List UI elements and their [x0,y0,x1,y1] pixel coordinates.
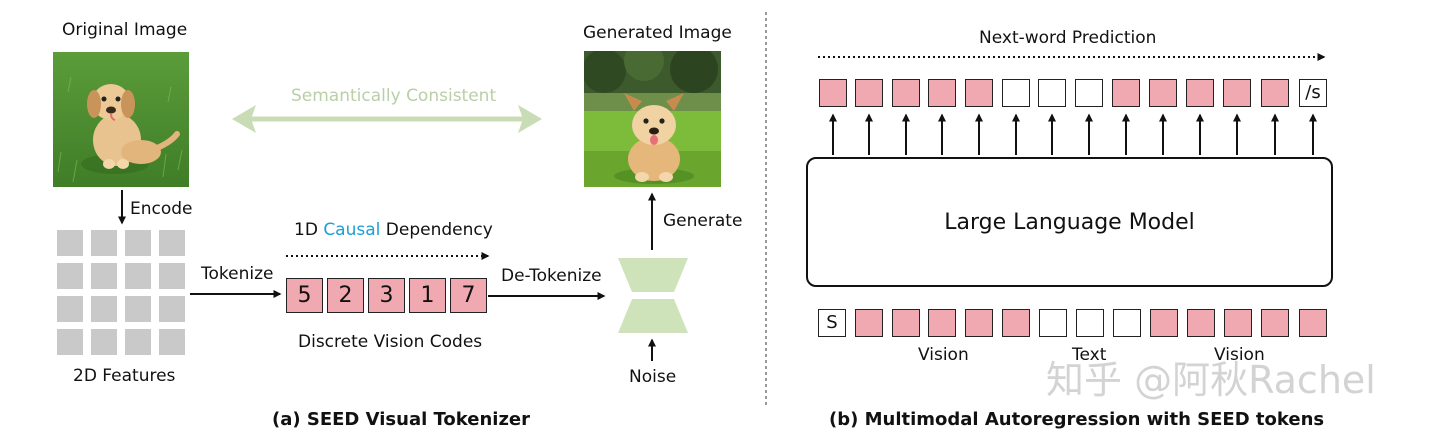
start-token: S [818,309,846,337]
next-word-prediction-label: Next-word Prediction [979,28,1157,48]
input-vision-token [1187,309,1215,337]
feature-cell [159,230,185,256]
input-vision-token [855,309,883,337]
code-cell: 5 [286,278,323,313]
input-text-token [1076,309,1104,337]
output-vision-token [855,79,883,107]
feature-grid [57,230,187,360]
group-label-vision: Vision [1214,345,1265,365]
input-vision-token [892,309,920,337]
input-vision-token [1299,309,1327,337]
input-vision-token [928,309,956,337]
group-label-vision: Vision [918,345,969,365]
input-text-token [1039,309,1067,337]
detokenize-label: De-Tokenize [501,266,602,286]
generate-label: Generate [663,211,743,231]
input-vision-token [1224,309,1252,337]
left-caption: (a) SEED Visual Tokenizer [272,409,531,430]
end-token: /s [1299,79,1327,107]
output-vision-token [1223,79,1251,107]
feature-cell [57,329,83,355]
code-cell: 3 [368,278,405,313]
generated-puppy-illustration [584,51,721,187]
feature-cell [159,296,185,322]
feature-cell [91,230,117,256]
encode-label: Encode [130,199,193,219]
watermark: 知乎 @阿秋Rachel [1046,358,1376,402]
output-vision-token [1186,79,1214,107]
feature-cell [91,296,117,322]
causal-dependency-label: 1D Causal Dependency [294,220,493,240]
original-image [53,52,189,187]
output-vision-token [892,79,920,107]
input-vision-token [1002,309,1030,337]
output-text-token [1038,79,1066,107]
feature-cell [125,230,151,256]
output-vision-token [928,79,956,107]
feature-cell [159,329,185,355]
code-cell: 2 [327,278,364,313]
output-vision-token [1149,79,1177,107]
features-label: 2D Features [73,366,176,386]
output-vision-token [965,79,993,107]
discrete-codes-label: Discrete Vision Codes [298,332,483,352]
original-image-label: Original Image [62,20,188,40]
llm-label: Large Language Model [944,209,1195,235]
puppy-grass-illustration [53,52,189,187]
input-vision-token [1150,309,1178,337]
generated-image-label: Generated Image [583,23,732,43]
output-text-token [1002,79,1030,107]
noise-label: Noise [629,367,677,387]
group-label-text: Text [1072,345,1107,365]
output-vision-token [1261,79,1289,107]
llm-output-arrows [829,113,1317,155]
output-vision-token [1112,79,1140,107]
input-vision-token [1261,309,1289,337]
feature-cell [159,263,185,289]
feature-cell [91,263,117,289]
causal-word: Causal [323,220,381,240]
code-cell: 1 [409,278,446,313]
feature-cell [91,329,117,355]
generated-image [584,51,721,187]
code-cell: 7 [450,278,487,313]
feature-cell [57,263,83,289]
input-text-token [1113,309,1141,337]
input-vision-token [965,309,993,337]
feature-cell [125,329,151,355]
right-caption: (b) Multimodal Autoregression with SEED … [829,409,1325,430]
feature-cell [57,296,83,322]
output-vision-token [819,79,847,107]
feature-cell [57,230,83,256]
large-language-model-box: Large Language Model [806,157,1333,287]
decoder-hourglass [618,258,688,333]
feature-cell [125,263,151,289]
semantic-consistency-label: Semantically Consistent [291,86,497,106]
output-text-token [1075,79,1103,107]
tokenize-label: Tokenize [201,264,274,284]
semantic-double-arrow [232,105,542,133]
feature-cell [125,296,151,322]
